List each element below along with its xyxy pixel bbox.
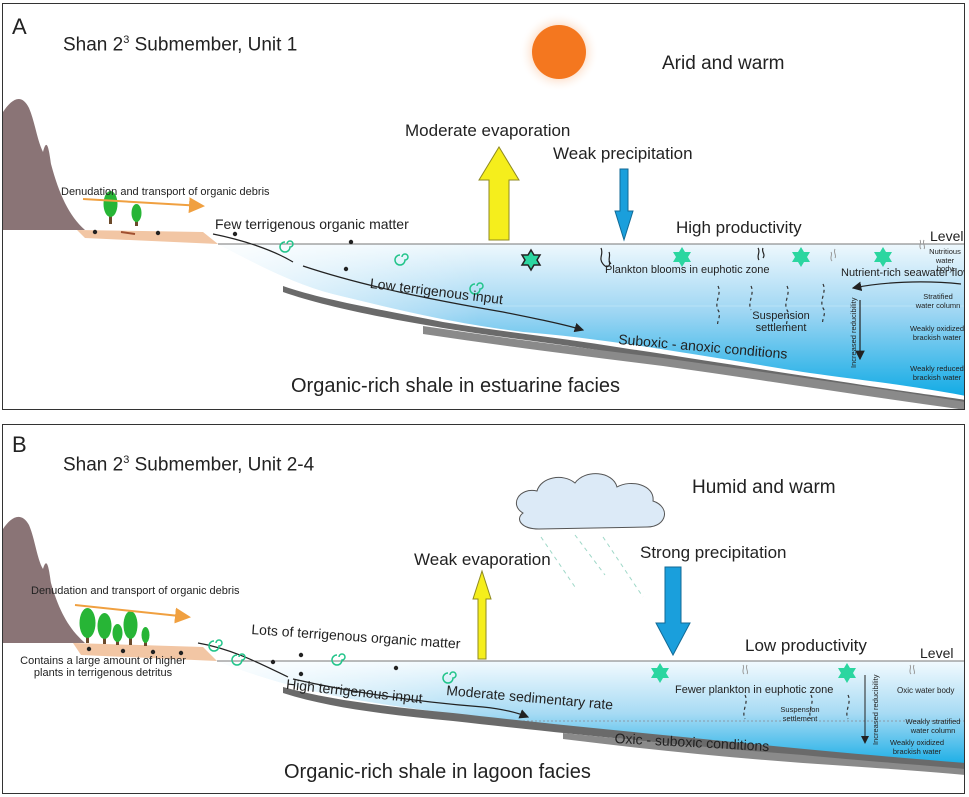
algae-icons-faint	[830, 239, 926, 262]
panel-a-letter: A	[12, 14, 27, 39]
denudation-label: Denudation and transport of organic debr…	[31, 585, 240, 597]
precipitation-label: Strong precipitation	[640, 543, 787, 562]
nutrient-flow-label: Nutrient-rich seawater flows in	[841, 267, 964, 279]
precipitation-label: Weak precipitation	[553, 144, 693, 163]
panel-b-letter: B	[12, 432, 27, 457]
plankton-star-icon	[651, 663, 669, 683]
terrigenous-flow-line	[212, 233, 294, 263]
title-rest: Submember, Unit 1	[129, 34, 298, 56]
productivity-label: High productivity	[676, 218, 802, 237]
terrigenous-input-arrow	[292, 678, 530, 719]
panel-a: A Shan 23 Submember, Unit 1 Arid and war…	[2, 3, 965, 410]
title-main: Shan 2	[63, 454, 124, 476]
rain-lines	[540, 534, 644, 598]
tree-icon	[103, 191, 118, 224]
facies-label: Organic-rich shale in estuarine facies	[291, 375, 621, 397]
evaporation-arrow	[472, 569, 492, 660]
weakly-stratified-label: Weakly stratified water column	[905, 717, 961, 735]
tree-icon	[123, 611, 138, 645]
plankton-star-icon	[673, 247, 691, 267]
suspension-label: Suspension settlement	[780, 705, 820, 723]
evaporation-label: Moderate evaporation	[405, 121, 571, 140]
reducibility-label: Increased reducibility	[849, 297, 858, 368]
shore-sediment	[77, 230, 218, 244]
title-superscript: 3	[123, 34, 130, 46]
nutrient-inflow-arrow	[851, 281, 962, 292]
plankton-label: Fewer plankton in euphotic zone	[675, 684, 834, 696]
weakly-oxidized-label: Weakly oxidized brackish water	[889, 738, 945, 756]
mountain-icon	[3, 99, 85, 230]
productivity-label: Low productivity	[745, 636, 867, 655]
panel-a-illustration	[3, 12, 964, 409]
terrigenous-input-arrow	[302, 265, 585, 333]
tree-icon	[131, 204, 142, 226]
transport-arrow	[82, 197, 205, 214]
weakly-reduced-label: Weakly reduced brackish water	[910, 364, 964, 382]
level-label: Level	[920, 645, 954, 661]
precipitation-arrow	[655, 566, 691, 657]
spiral-organism-icons	[208, 639, 457, 684]
suspension-settlement-lines	[716, 283, 826, 327]
shale-layer	[283, 687, 964, 771]
debris-mark	[120, 231, 136, 235]
plankton-label: Plankton blooms in euphotic zone	[605, 264, 770, 276]
suspension-settlement-lines	[743, 694, 850, 720]
plankton-star-icon	[874, 247, 892, 267]
shale-layer-lower	[563, 733, 964, 775]
panel-b: B Shan 23 Submember, Unit 2-4 Humid and …	[2, 424, 965, 794]
level-label: Level	[930, 228, 964, 244]
tree-icon	[79, 608, 96, 643]
panel-b-illustration	[3, 473, 964, 775]
plankton-star-icon	[838, 663, 856, 683]
climate-label: Arid and warm	[662, 53, 785, 74]
evaporation-arrow	[478, 146, 520, 241]
title-main: Shan 2	[63, 34, 124, 56]
tree-icon	[141, 627, 150, 646]
organic-matter-dots	[92, 229, 354, 272]
cloud-icon	[516, 473, 665, 530]
shale-layer-lower	[423, 326, 964, 409]
facies-label: Organic-rich shale in lagoon facies	[284, 761, 591, 783]
sun-icon	[532, 25, 586, 79]
precipitation-arrow	[614, 168, 634, 242]
oxic-water-label: Oxic water body	[897, 686, 955, 695]
suspension-label: Suspension settlement	[752, 310, 810, 335]
title-superscript: 3	[123, 454, 130, 466]
panel-a-title: Shan 23 Submember, Unit 1	[63, 34, 298, 56]
plankton-star-icon	[520, 248, 542, 272]
higher-plants-label: Contains a large amount of higher plants…	[20, 655, 186, 680]
reducibility-label: Increased reducibility	[871, 674, 880, 745]
transport-arrow	[74, 604, 191, 624]
water-shallow-highlight	[217, 661, 964, 765]
climate-label: Humid and warm	[692, 477, 836, 498]
nutritious-label: Nutritious water body	[929, 247, 961, 274]
organic-matter-dots	[86, 646, 399, 677]
stratified-label: Stratified water column	[915, 292, 961, 310]
mountain-icon	[3, 516, 85, 643]
plankton-star-icon	[792, 247, 810, 267]
shore-sediment	[73, 643, 217, 661]
denudation-label: Denudation and transport of organic debr…	[61, 186, 270, 198]
algae-icons	[600, 247, 765, 268]
weakly-oxidized-label: Weakly oxidized brackish water	[909, 324, 965, 342]
terrigenous-matter-label: Few terrigenous organic matter	[215, 216, 409, 232]
tree-icon	[97, 613, 112, 644]
algae-icons-faint	[742, 664, 916, 675]
tree-icon	[112, 624, 123, 645]
panel-b-title: Shan 23 Submember, Unit 2-4	[63, 454, 315, 476]
title-rest: Submember, Unit 2-4	[129, 454, 315, 476]
spiral-organism-icons	[279, 240, 484, 295]
water-shallow-highlight	[218, 244, 964, 396]
evaporation-label: Weak evaporation	[414, 550, 551, 569]
